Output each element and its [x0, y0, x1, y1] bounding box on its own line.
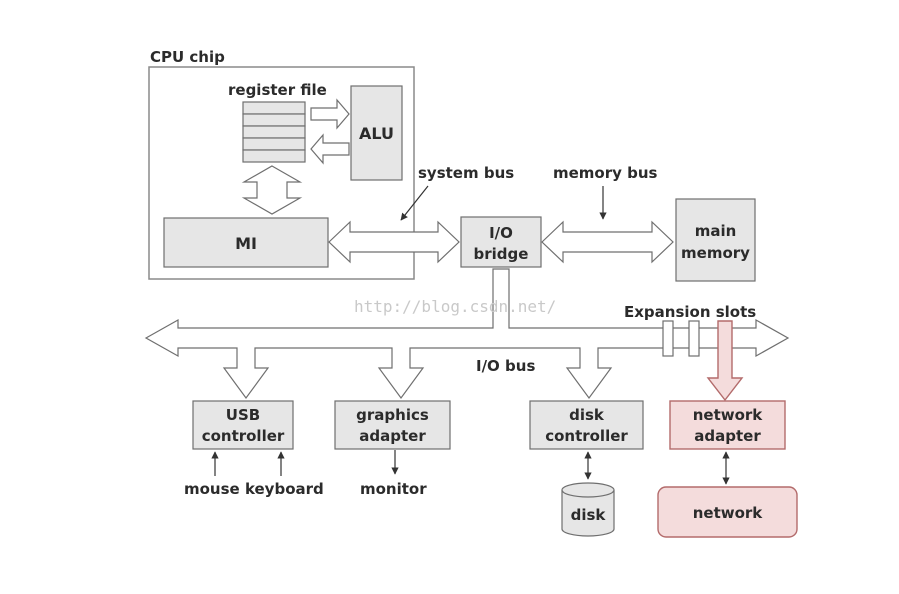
graphics-adapter-line2: adapter: [359, 427, 426, 445]
cpu-chip-label: CPU chip: [150, 48, 225, 66]
register-file-label: register file: [228, 81, 327, 99]
alu-box: [350, 85, 403, 181]
memory-bus-arrow: [541, 220, 674, 264]
expansion-slot-2: [688, 320, 700, 357]
network-label: network: [693, 504, 764, 522]
system-bus-label: system bus: [418, 164, 514, 182]
expansion-slots-label: Expansion slots: [624, 303, 756, 321]
io-bridge-box: [460, 216, 542, 268]
usb-controller-line1: USB: [226, 406, 260, 424]
network-box: [657, 486, 798, 538]
disk-controller-line1: disk: [569, 406, 605, 424]
usb-controller-box: [192, 400, 294, 450]
monitor-label: monitor: [360, 480, 427, 498]
usb-controller-line2: controller: [202, 427, 285, 445]
mi-box: [163, 217, 329, 268]
io-bus-label: I/O bus: [476, 357, 535, 375]
network-adapter-drop-arrow: [706, 320, 744, 402]
disk-cylinder: [561, 482, 615, 537]
io-bridge-line2: bridge: [474, 245, 529, 263]
register-file: [242, 101, 306, 163]
memory-bus-label: memory bus: [553, 164, 658, 182]
watermark-text: http://blog.csdn.net/: [354, 297, 556, 316]
network-adapter-line1: network: [693, 406, 764, 424]
disk-controller-box: [529, 400, 644, 450]
io-bus-arrow: [144, 268, 790, 400]
network-adapter-box: [669, 400, 786, 450]
mi-label: MI: [235, 234, 257, 253]
network-adapter-line2: adapter: [694, 427, 761, 445]
system-bus-pointer: [400, 185, 429, 221]
mouse-keyboard-label: mouse keyboard: [184, 480, 324, 498]
disk-controller-line2: controller: [545, 427, 628, 445]
alu-label: ALU: [359, 124, 394, 143]
io-bridge-line1: I/O: [489, 224, 513, 242]
expansion-slot-1: [662, 320, 674, 357]
regfile-to-alu-arrow: [310, 98, 350, 130]
main-memory-line2: memory: [681, 244, 750, 262]
alu-to-regfile-arrow: [310, 133, 350, 165]
graphics-adapter-box: [334, 400, 451, 450]
regfile-mi-arrow: [241, 165, 303, 215]
main-memory-box: [675, 198, 756, 282]
disk-label: disk: [571, 506, 607, 524]
main-memory-line1: main: [695, 222, 737, 240]
graphics-adapter-line1: graphics: [356, 406, 429, 424]
system-bus-arrow: [328, 220, 460, 264]
